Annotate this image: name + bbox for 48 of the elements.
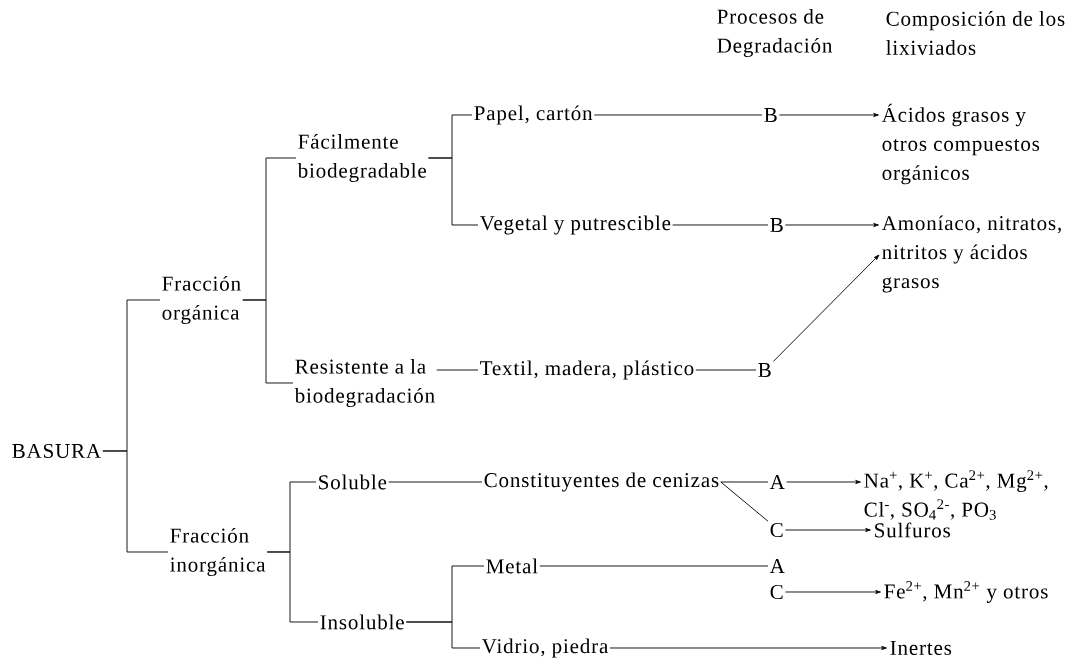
connector-line (672, 224, 769, 226)
connector-line (428, 157, 479, 226)
category-label: Insoluble (320, 614, 404, 630)
connector-line (242, 299, 294, 384)
arrow (778, 113, 879, 117)
connector-line (266, 551, 319, 623)
category-label: Fácilmente biodegradable (297, 133, 426, 183)
category-label: Resistente a la biodegradación (294, 358, 435, 408)
connector-line (539, 565, 769, 567)
column-heading: Procesos de Degradación (717, 8, 833, 58)
category-label: Constituyentes de cenizas (484, 472, 719, 492)
process-letter: A (769, 559, 785, 573)
category-label: Papel, cartón (474, 105, 593, 125)
process-letter: C (770, 584, 783, 600)
connector-line (720, 481, 769, 483)
category-label: BASURA (12, 443, 101, 459)
category-label: Metal (486, 558, 538, 574)
connector-line (695, 369, 757, 371)
connector-line (388, 481, 483, 483)
connector-line (102, 450, 169, 553)
leachate-label: Fe$^{2+}$, Mn$^{2+}$ y otros (884, 581, 1048, 603)
category-label: Fracción inorgánica (170, 527, 266, 577)
process-letter: B (758, 363, 771, 377)
leachate-label: Ácidos grasos y otros compuestos orgánicos (881, 103, 1040, 185)
arrow (609, 646, 887, 650)
leachate-label: Inertes (890, 641, 952, 655)
category-label: Fracción orgánica (162, 275, 241, 325)
leachate-label: Amoníaco, nitratos, nitritos y ácidos grasos (881, 215, 1061, 293)
category-label: Vidrio, piedra (481, 638, 608, 658)
process-letter: B (764, 108, 777, 122)
category-label: Textil, madera, plástico (480, 360, 694, 380)
connector-line (405, 621, 481, 649)
connector-line (436, 369, 479, 371)
arrow (786, 480, 861, 484)
arrow (772, 254, 880, 362)
process-letter: A (769, 475, 785, 489)
category-label: Vegetal y putrescible (479, 215, 671, 235)
connector-line (720, 481, 769, 522)
arrow (784, 223, 879, 227)
column-heading: Composición de los lixiviados (886, 11, 1065, 55)
leachate-label: Na$^{+}$, K$^{+}$, Ca$^{2+}$, Mg$^{2+}$, Cl$^{-}$, SO$_{4}$$^{2-}$, PO$_{3}$ (864, 470, 1048, 520)
process-letter: B (770, 218, 783, 232)
category-label: Soluble (319, 474, 387, 490)
connector-line (593, 114, 763, 116)
process-letter: C (770, 522, 783, 538)
arrow (784, 590, 881, 594)
leachate-label: Sulfuros (875, 522, 950, 538)
arrow (784, 528, 871, 532)
